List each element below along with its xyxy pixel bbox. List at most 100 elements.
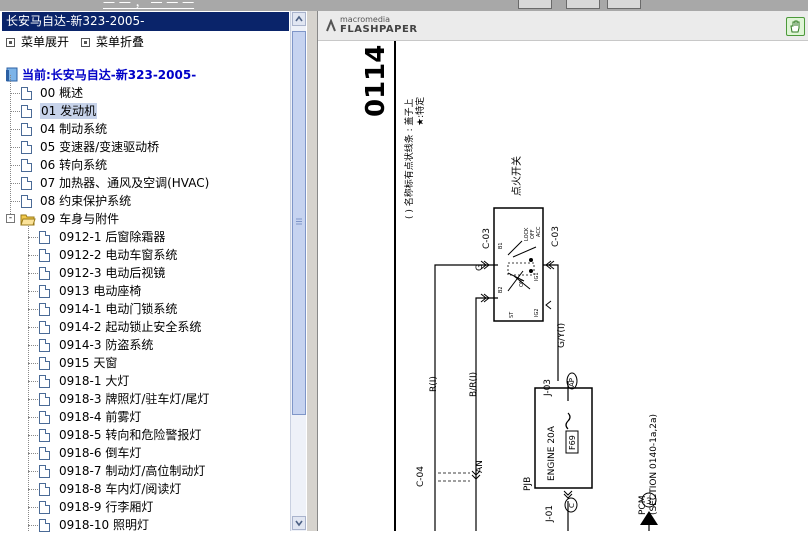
- pin-ig2-label: IG2: [534, 308, 540, 317]
- tree-item-label: 0912-3 电动后视镜: [59, 266, 166, 280]
- connector-chevrons: [563, 490, 573, 499]
- document-icon: [21, 159, 32, 172]
- tree-item[interactable]: 04 制动系统: [40, 120, 107, 138]
- connector-chevrons: [471, 470, 481, 480]
- document-icon: [39, 357, 50, 370]
- c04-label: C-04: [416, 466, 426, 487]
- document-viewer: macromedia FLASHPAPER 0114 ( ) 名称标有点状线条 …: [318, 11, 808, 531]
- document-icon: [39, 483, 50, 496]
- tree-child-item[interactable]: 0912-1 后窗除霜器: [59, 228, 165, 246]
- hand-icon: [790, 20, 800, 33]
- tree-item-label: 0918-4 前雾灯: [59, 410, 142, 424]
- tree-child-item[interactable]: 0918-4 前雾灯: [59, 408, 141, 426]
- document-icon: [21, 105, 32, 118]
- tree-child-item[interactable]: 0914-3 防盗系统: [59, 336, 153, 354]
- document-icon: [39, 519, 50, 532]
- tree-item-label: 0914-2 起动锁止安全系统: [59, 320, 202, 334]
- switch-pos-lock: LOCK: [524, 227, 530, 241]
- document-icon: [21, 123, 32, 136]
- expand-icon: [6, 37, 15, 47]
- document-icon: [39, 285, 50, 298]
- pane-splitter[interactable]: [306, 11, 318, 531]
- tree-item-label: 0918-5 转向和危险警报灯: [59, 428, 202, 442]
- toolbar-button-1[interactable]: [518, 0, 552, 9]
- pjb-fuse-box: [534, 387, 593, 489]
- page-code: 0114: [361, 45, 391, 117]
- tree-item-label: 0918-1 大灯: [59, 374, 130, 388]
- collapse-all-button[interactable]: 菜单折叠: [81, 35, 144, 49]
- flashpaper-logo-icon: [326, 19, 336, 32]
- tree-child-item[interactable]: 0918-5 转向和危险警报灯: [59, 426, 201, 444]
- arrow-down-icon: [295, 520, 303, 527]
- tree-item-label: 07 加热器、通风及空调(HVAC): [40, 176, 210, 190]
- legend-line-1: ( ) 名称标有点状线条 : 盖子上: [403, 99, 415, 220]
- tree-child-item[interactable]: 0915 天窗: [59, 354, 117, 372]
- tree-child-item[interactable]: 0918-6 倒车灯: [59, 444, 141, 462]
- tree-child-item[interactable]: 0918-10 照明灯: [59, 516, 149, 534]
- arrow-up-icon: [295, 15, 303, 22]
- tree-child-item[interactable]: 0918-9 行李厢灯: [59, 498, 153, 516]
- tree-item-label: 05 变速器/变速驱动桥: [40, 140, 160, 154]
- tree-item-selected[interactable]: 01 发动机: [40, 102, 98, 120]
- tree-root-item[interactable]: 当前:长安马自达-新323-2005-: [22, 68, 197, 82]
- toolbar-button-3[interactable]: [607, 0, 641, 9]
- pin-b2-label: B2: [498, 286, 504, 293]
- fuse-symbol: [565, 412, 571, 430]
- scroll-down-button[interactable]: [292, 516, 306, 530]
- tree-child-item[interactable]: 0914-1 电动门锁系统: [59, 300, 177, 318]
- document-icon: [39, 465, 50, 478]
- an-label: AN: [475, 460, 485, 473]
- tree-item[interactable]: 08 约束保护系统: [40, 192, 131, 210]
- tree-item-label: 0912-1 后窗除霜器: [59, 230, 166, 244]
- document-icon: [39, 501, 50, 514]
- pjb-label: PJB: [523, 477, 533, 491]
- tree-item-label: 0915 天窗: [59, 356, 118, 370]
- tree-child-item[interactable]: 0918-1 大灯: [59, 372, 129, 390]
- tree-item-label: 0918-3 牌照灯/驻车灯/尾灯: [59, 392, 210, 406]
- tree-item-label: 0914-3 防盗系统: [59, 338, 154, 352]
- tree-item[interactable]: 07 加热器、通风及空调(HVAC): [40, 174, 209, 192]
- dashed-connector: [438, 472, 470, 482]
- tree-child-item[interactable]: 0918-3 牌照灯/驻车灯/尾灯: [59, 390, 209, 408]
- top-link[interactable]: 一 一 ， 一 一 一: [103, 0, 195, 10]
- pcm-label: PCM: [638, 496, 648, 515]
- tree-child-item[interactable]: 0913 电动座椅: [59, 282, 141, 300]
- tree-pane: 长安马自达-新323-2005- 菜单展开 菜单折叠 当前:长安马自达-新323…: [0, 11, 306, 534]
- scroll-up-button[interactable]: [292, 12, 306, 26]
- j01-label: J-01: [545, 505, 555, 523]
- c03-left-label: C-03: [482, 228, 492, 249]
- scroll-thumb[interactable]: [292, 31, 306, 415]
- tree-item[interactable]: 06 转向系统: [40, 156, 107, 174]
- tree-item[interactable]: 05 变速器/变速驱动桥: [40, 138, 159, 156]
- tree-child-item[interactable]: 0918-8 车内灯/阅读灯: [59, 480, 181, 498]
- tree-item-label: 0914-1 电动门锁系统: [59, 302, 178, 316]
- tree-item-label: 06 转向系统: [40, 158, 108, 172]
- tree-child-item[interactable]: 0918-7 制动灯/高位制动灯: [59, 462, 205, 480]
- c-label: C: [568, 503, 576, 508]
- document-icon: [39, 429, 50, 442]
- expand-all-button[interactable]: 菜单展开: [6, 35, 69, 49]
- document-icon: [39, 411, 50, 424]
- tree-item[interactable]: 09 车身与附件: [40, 210, 119, 228]
- tree-item-label: 01 发动机: [40, 103, 98, 119]
- fuse-number-box: [565, 430, 579, 454]
- toolbar-button-2[interactable]: [566, 0, 600, 9]
- tree-item-label: 04 制动系统: [40, 122, 108, 136]
- hand-tool-button[interactable]: [786, 17, 805, 36]
- pcm-section: (SECTION 0140-1a,2a): [649, 414, 659, 515]
- tree-child-item[interactable]: 0912-2 电动车窗系统: [59, 246, 177, 264]
- tree-item[interactable]: 00 概述: [40, 84, 83, 102]
- tree-scrollbar[interactable]: [290, 11, 306, 531]
- tree-header[interactable]: 长安马自达-新323-2005-: [2, 12, 289, 31]
- document-icon: [39, 393, 50, 406]
- tree-item-label: 0918-6 倒车灯: [59, 446, 142, 460]
- switch-contacts: [507, 240, 537, 292]
- tree-child-item[interactable]: 0912-3 电动后视镜: [59, 264, 165, 282]
- dashed-link: [507, 262, 535, 276]
- switch-pos-acc: ACC: [536, 226, 542, 237]
- wiring-diagram[interactable]: 0114 ( ) 名称标有点状线条 : 盖子上 ★:特定 点火开关 C-03 C…: [318, 41, 808, 531]
- switch-pos-st: ST: [509, 311, 515, 318]
- collapse-toggle-icon[interactable]: -: [6, 214, 15, 223]
- tree-child-item[interactable]: 0914-2 起动锁止安全系统: [59, 318, 201, 336]
- tree-item-label: 08 约束保护系统: [40, 194, 132, 208]
